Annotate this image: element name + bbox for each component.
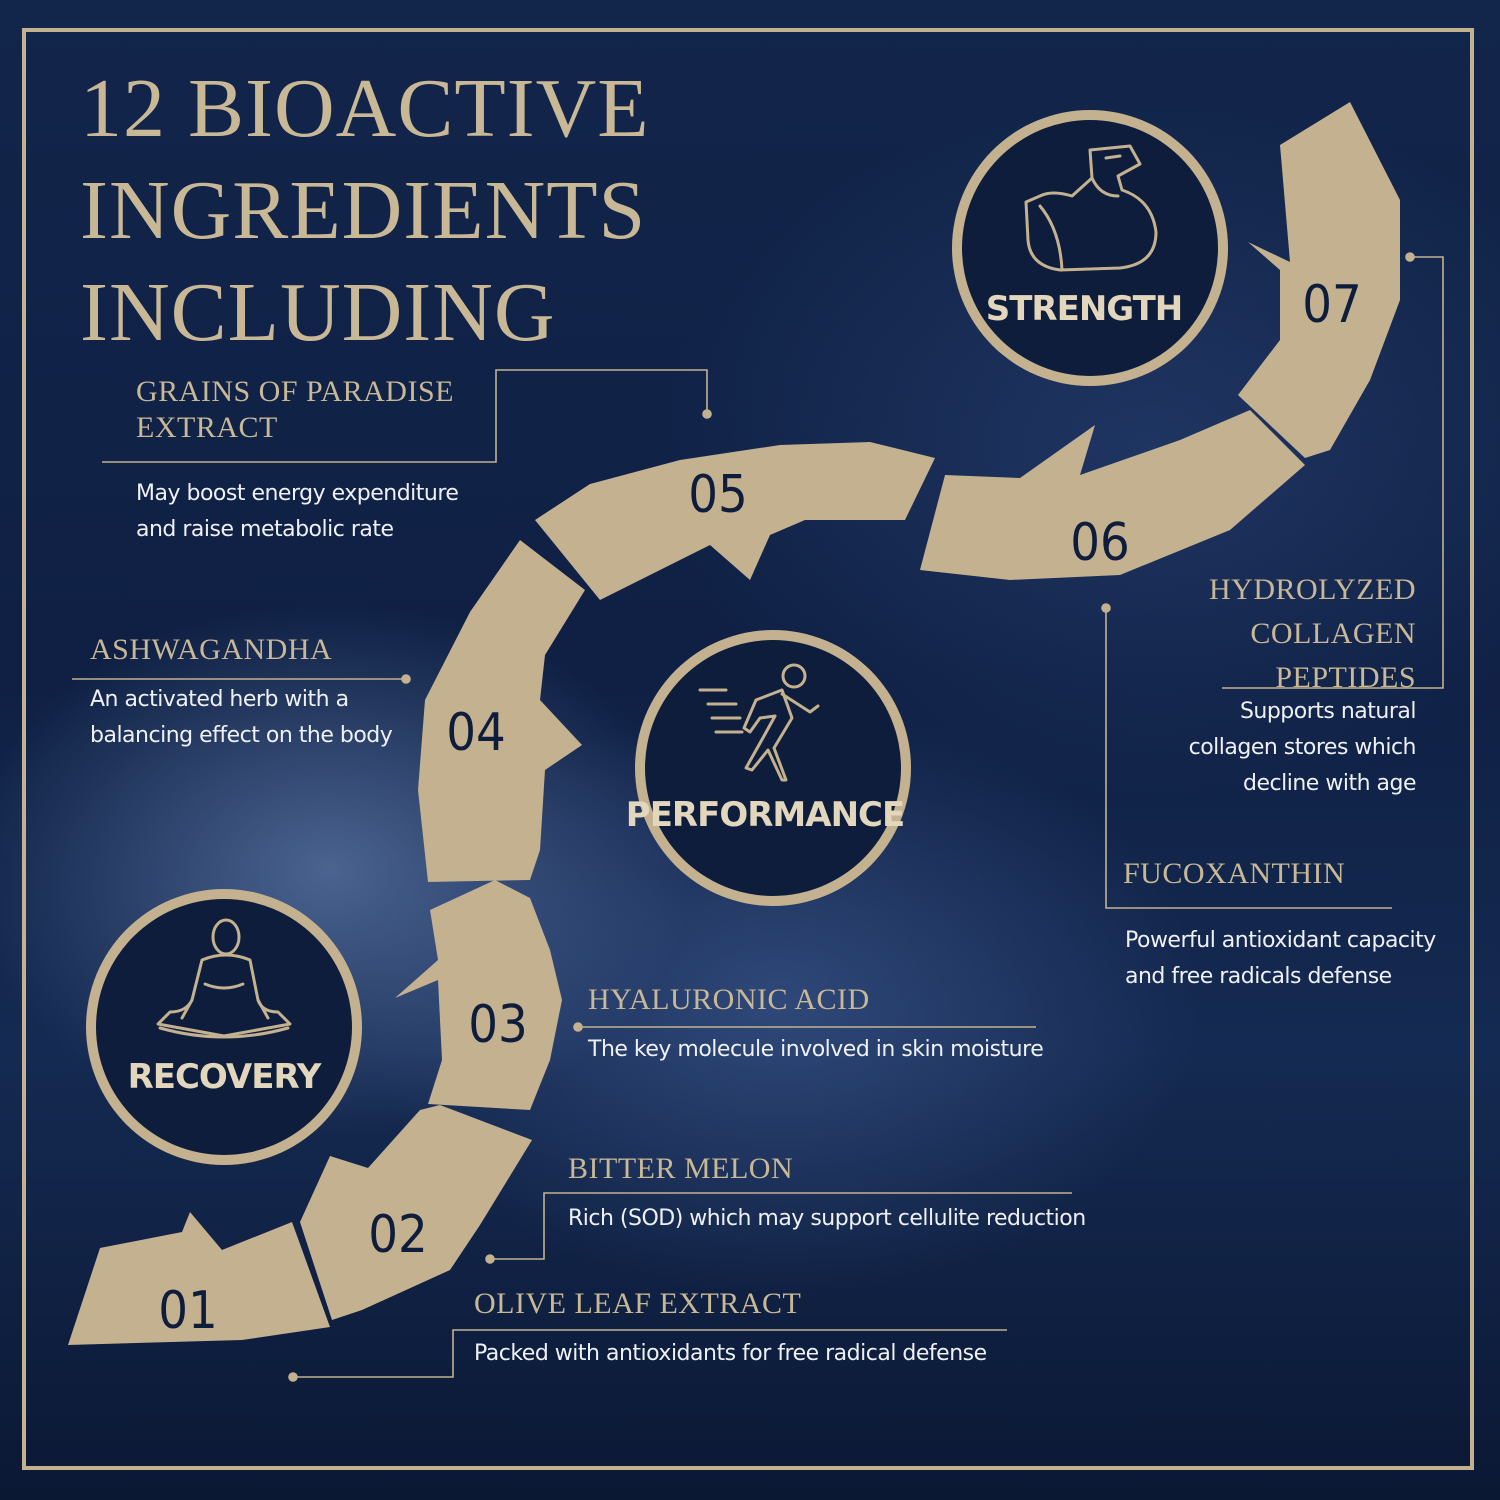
step-01: 01 bbox=[158, 1281, 218, 1341]
segment-07 bbox=[1238, 102, 1400, 458]
badge-label-performance: PERFORMANCE bbox=[626, 795, 904, 835]
meditation-icon bbox=[156, 918, 292, 1039]
ingredient-name-ashwagandha: ASHWAGANDHA bbox=[90, 633, 333, 666]
performance-badge: PERFORMANCE bbox=[626, 630, 911, 906]
step-06: 06 bbox=[1070, 513, 1130, 573]
ingredient-name-olive-leaf: OLIVE LEAF EXTRACT bbox=[474, 1287, 802, 1320]
leader-dot-olive-leaf bbox=[288, 1372, 298, 1382]
badge-label-recovery: RECOVERY bbox=[128, 1057, 322, 1097]
ingredient-name-hyaluronic: HYALURONIC ACID bbox=[588, 983, 870, 1016]
flexed-arm-icon bbox=[1024, 144, 1158, 272]
step-02: 02 bbox=[368, 1205, 428, 1265]
ingredient-desc-bitter-melon: Rich (SOD) which may support cellulite r… bbox=[568, 1206, 1086, 1231]
ingredient-name-collagen: HYDROLYZED COLLAGEN PEPTIDES bbox=[1209, 573, 1416, 694]
step-numbers: 01 02 03 04 05 06 07 bbox=[158, 275, 1362, 1341]
segment-04 bbox=[418, 540, 585, 882]
runner-icon bbox=[698, 663, 820, 782]
path-segments bbox=[68, 102, 1400, 1345]
step-07: 07 bbox=[1302, 275, 1362, 335]
leader-fucoxanthin bbox=[1105, 610, 1392, 909]
leader-dot-hyaluronic bbox=[573, 1022, 583, 1032]
ingredient-name-fucoxanthin: FUCOXANTHIN bbox=[1123, 857, 1346, 890]
segment-02 bbox=[300, 1105, 532, 1320]
step-03: 03 bbox=[468, 995, 528, 1055]
leader-olive-leaf bbox=[293, 1329, 1007, 1378]
segment-06 bbox=[920, 410, 1305, 580]
ingredient-desc-grains: May boost energy expenditure and raise m… bbox=[136, 481, 459, 542]
segment-03 bbox=[395, 880, 562, 1110]
step-05: 05 bbox=[688, 465, 748, 525]
leader-dot-grains bbox=[702, 409, 712, 419]
leader-collagen bbox=[1222, 256, 1444, 689]
recovery-badge: RECOVERY bbox=[86, 889, 362, 1165]
step-04: 04 bbox=[446, 703, 506, 763]
leader-grains bbox=[102, 369, 708, 463]
leader-dot-collagen bbox=[1405, 252, 1415, 262]
ingredient-desc-ashwagandha: An activated herb with a balancing effec… bbox=[90, 687, 393, 748]
leader-dot-ashwagandha bbox=[401, 674, 411, 684]
ingredient-desc-olive-leaf: Packed with antioxidants for free radica… bbox=[474, 1341, 987, 1366]
ingredient-desc-collagen: Supports natural collagen stores which d… bbox=[1188, 699, 1417, 796]
strength-badge: STRENGTH bbox=[952, 110, 1228, 386]
badge-label-strength: STRENGTH bbox=[986, 289, 1183, 329]
segment-05 bbox=[535, 442, 935, 600]
leader-lines bbox=[72, 252, 1444, 1382]
ingredient-desc-hyaluronic: The key molecule involved in skin moistu… bbox=[588, 1037, 1044, 1062]
gold-frame bbox=[22, 28, 1474, 1470]
leader-dot-fucoxanthin bbox=[1101, 603, 1111, 613]
leader-bitter-melon bbox=[490, 1192, 1072, 1260]
ingredient-name-grains: GRAINS OF PARADISE EXTRACT bbox=[136, 375, 454, 444]
ingredient-name-bitter-melon: BITTER MELON bbox=[568, 1152, 794, 1185]
ingredient-desc-fucoxanthin: Powerful antioxidant capacity and free r… bbox=[1125, 928, 1436, 989]
segment-01 bbox=[68, 1212, 330, 1345]
leader-dot-bitter-melon bbox=[485, 1254, 495, 1264]
page-title: 12 BIOACTIVE INGREDIENTS INCLUDING bbox=[80, 62, 650, 359]
